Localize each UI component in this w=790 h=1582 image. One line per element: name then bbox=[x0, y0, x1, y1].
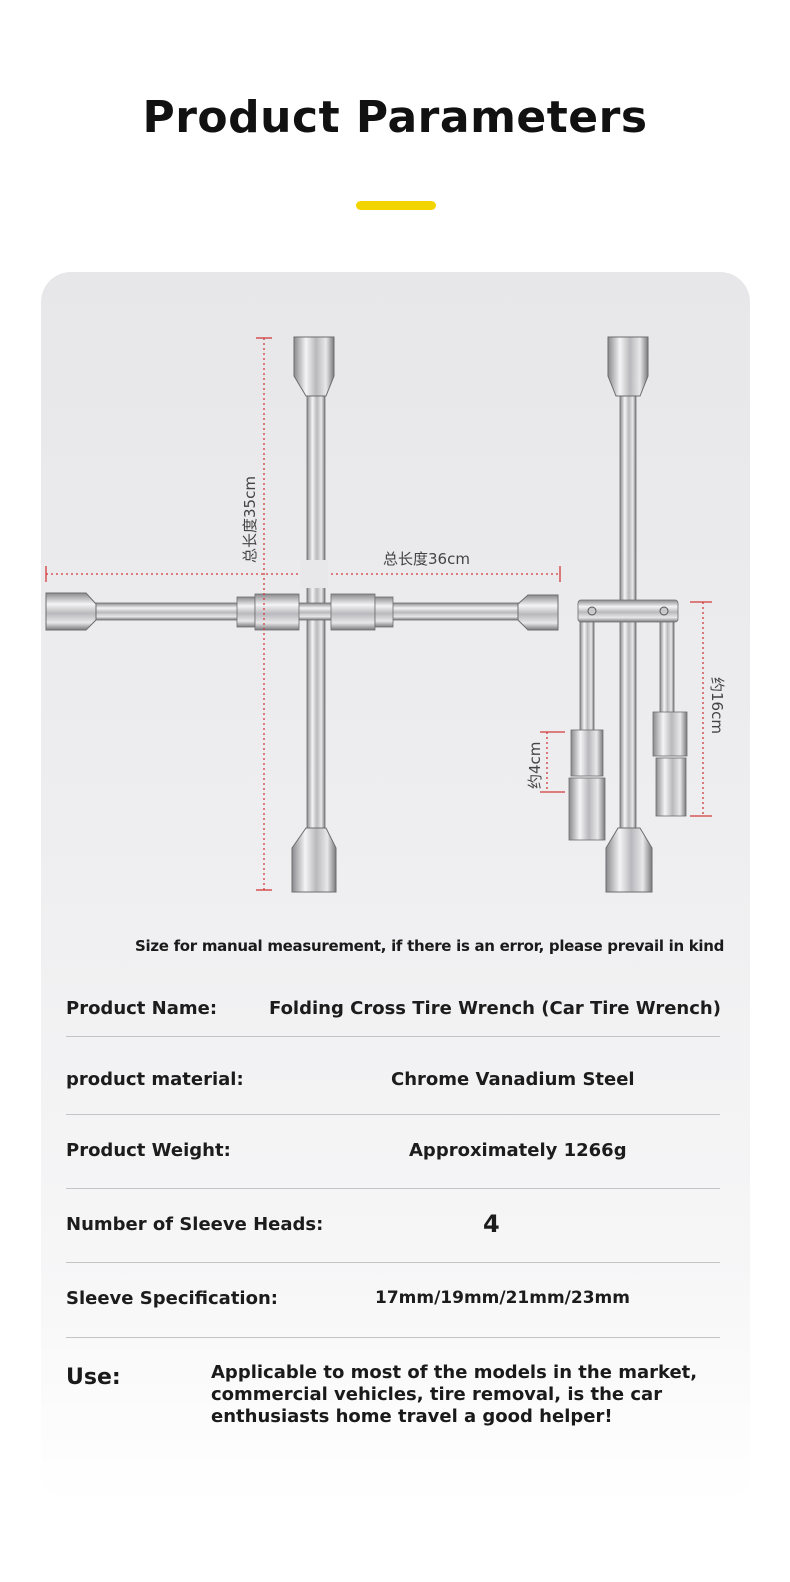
wrench-dimension-diagram: 总长度35cm 总长度36cm 约4cm 约16cm bbox=[45, 336, 726, 893]
divider bbox=[66, 1262, 720, 1263]
spec-value: Approximately 1266g bbox=[409, 1140, 627, 1161]
spec-value: Chrome Vanadium Steel bbox=[391, 1069, 635, 1090]
spec-label: Number of Sleeve Heads: bbox=[66, 1214, 324, 1235]
use-label: Use: bbox=[66, 1365, 121, 1390]
spec-value: Folding Cross Tire Wrench (Car Tire Wren… bbox=[269, 998, 721, 1019]
height-dimension-label: 总长度35cm bbox=[241, 476, 259, 563]
cross-wrench-front-view bbox=[45, 336, 559, 893]
use-description: Applicable to most of the models in the … bbox=[211, 1362, 698, 1427]
spec-value: 4 bbox=[483, 1210, 500, 1238]
spec-label: Sleeve Specification: bbox=[66, 1288, 278, 1309]
measurement-note: Size for manual measurement, if there is… bbox=[135, 937, 725, 955]
width-dimension-label: 总长度36cm bbox=[383, 550, 470, 568]
spec-value: 17mm/19mm/21mm/23mm bbox=[375, 1288, 630, 1308]
spec-label: product material: bbox=[66, 1069, 244, 1090]
folded-wrench-side-view bbox=[568, 336, 688, 893]
spec-label: Product Weight: bbox=[66, 1140, 231, 1161]
divider bbox=[66, 1337, 720, 1338]
folded-length-label: 约16cm bbox=[708, 677, 726, 734]
sleeve-length-label: 约4cm bbox=[526, 742, 544, 789]
title-accent-bar bbox=[356, 201, 436, 210]
divider bbox=[66, 1188, 720, 1189]
page-title: Product Parameters bbox=[142, 92, 648, 143]
divider bbox=[66, 1114, 720, 1115]
spec-label: Product Name: bbox=[66, 998, 218, 1019]
divider bbox=[66, 1036, 720, 1037]
